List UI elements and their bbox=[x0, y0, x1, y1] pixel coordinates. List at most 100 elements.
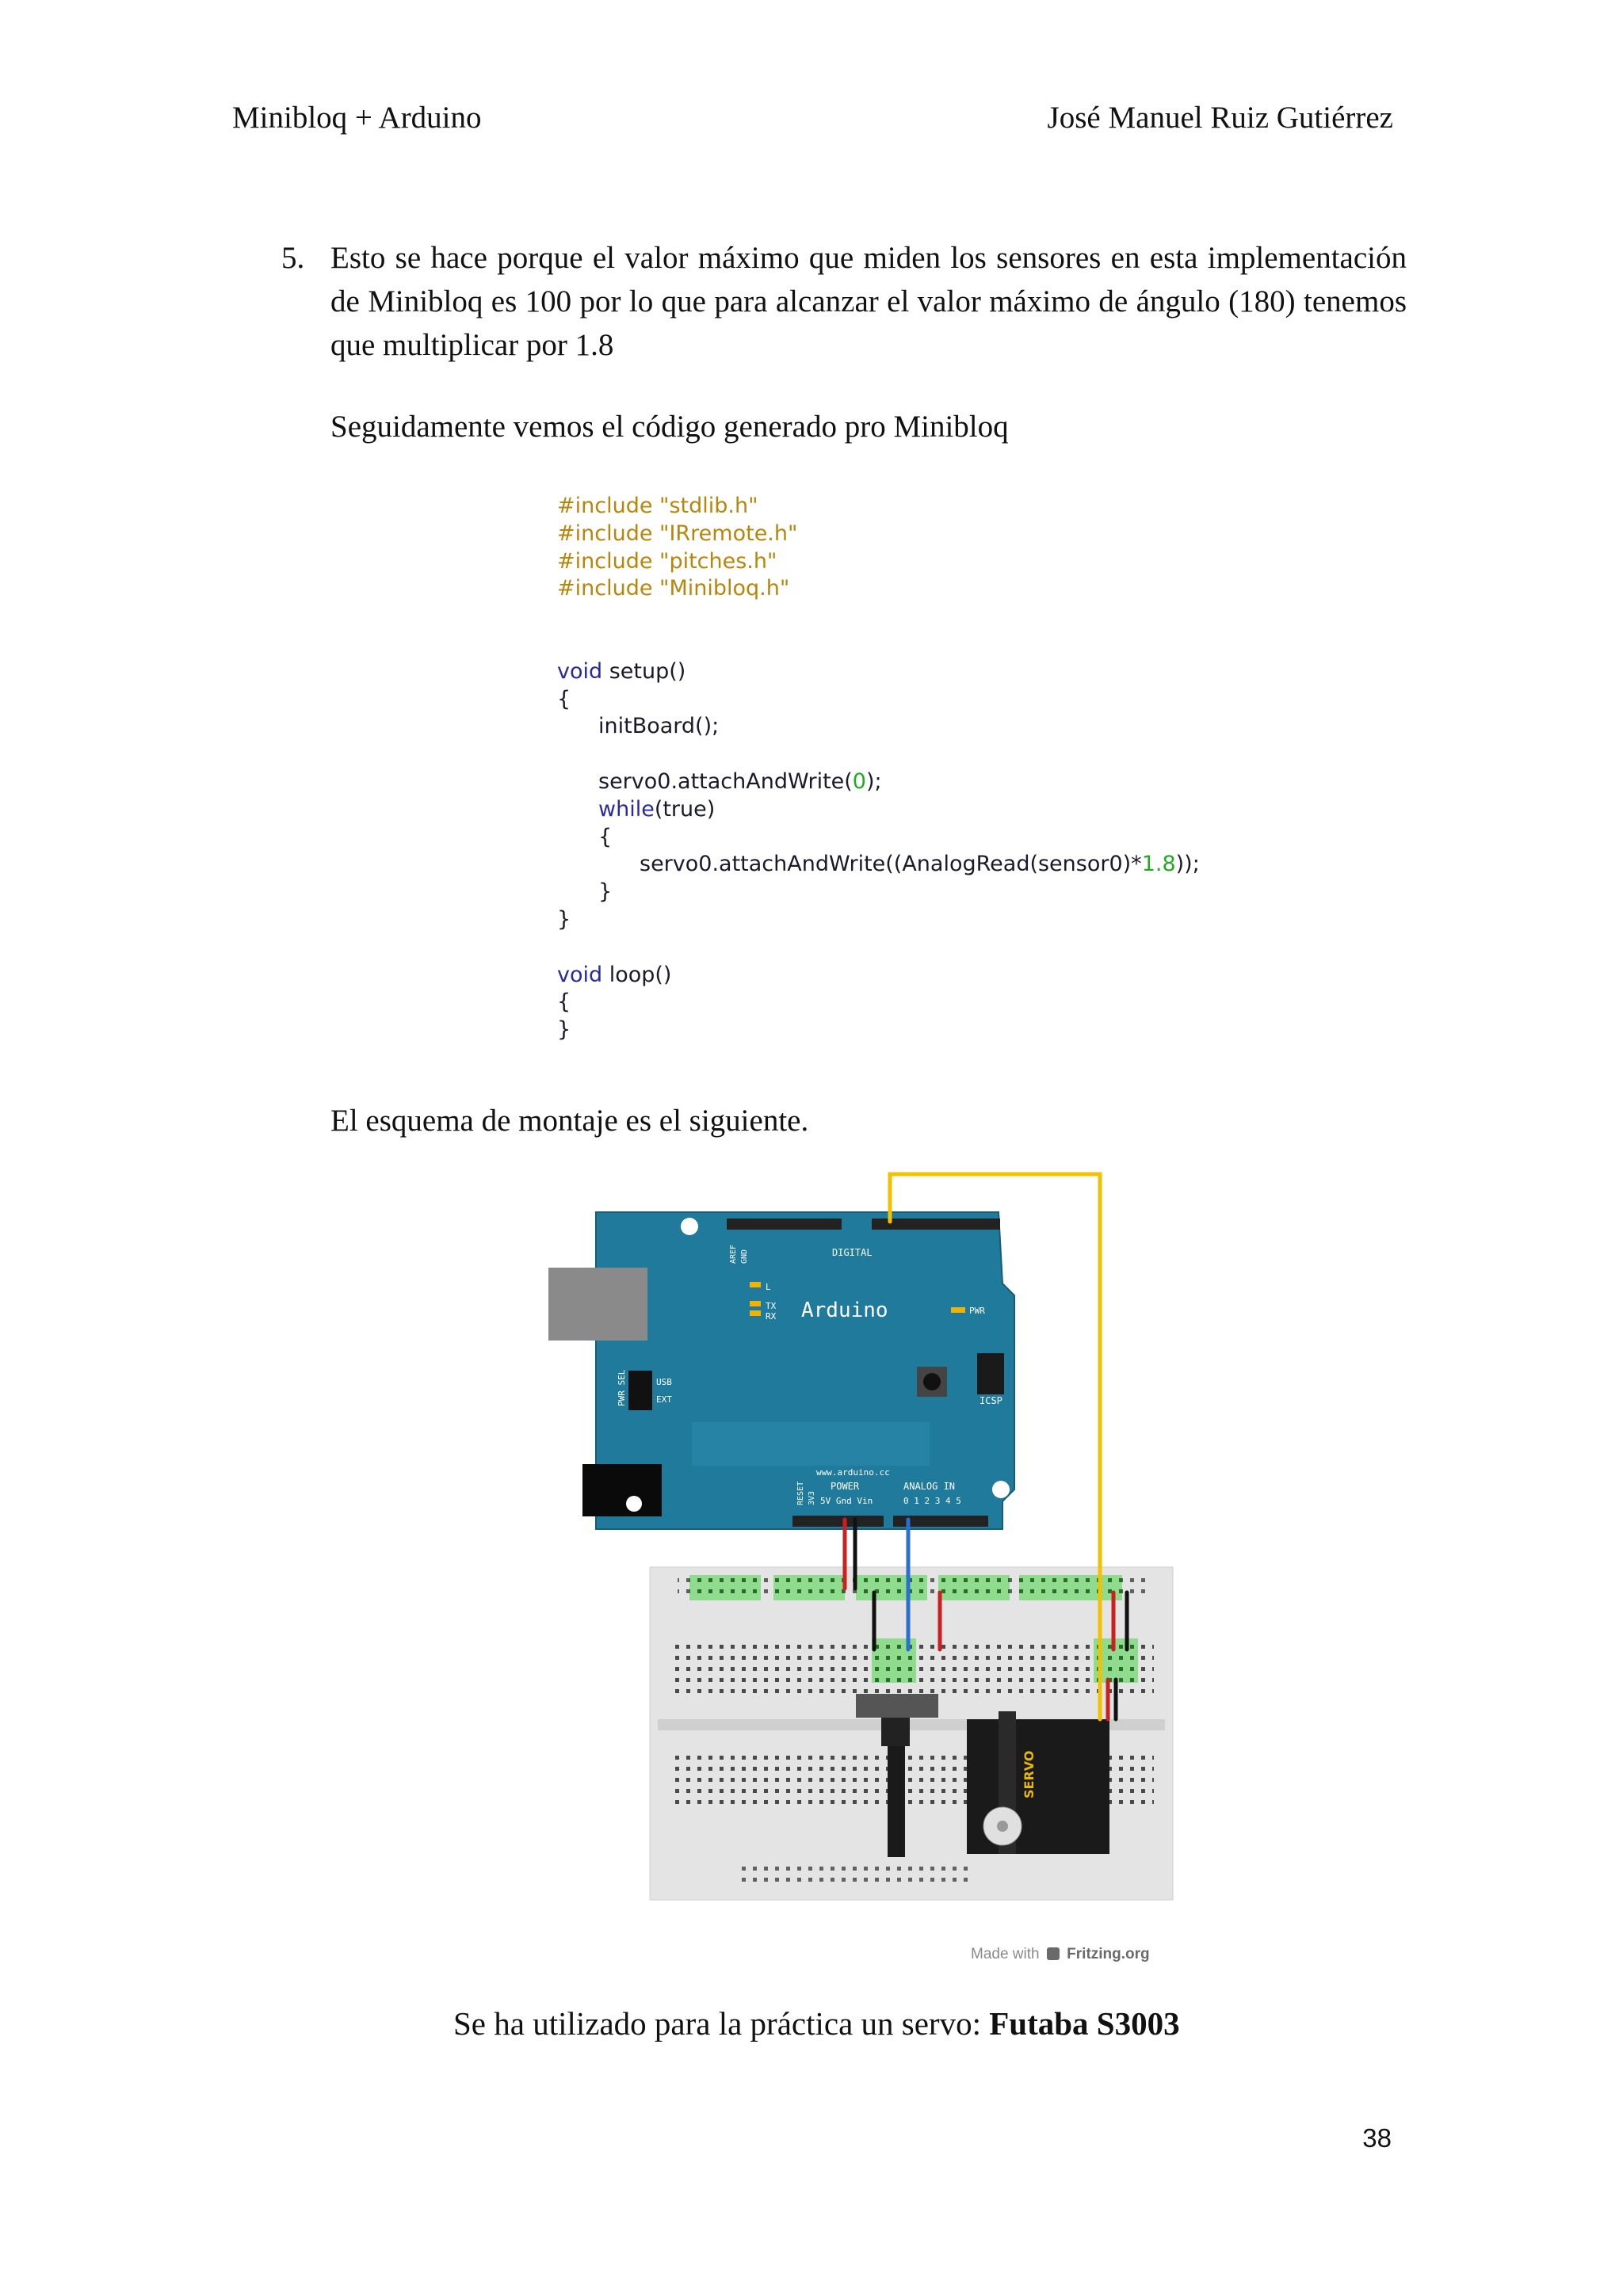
code-line: { bbox=[557, 686, 571, 711]
header-pins bbox=[792, 1516, 884, 1527]
power-jack bbox=[582, 1464, 662, 1516]
caption-prefix: Se ha utilizado para la práctica un serv… bbox=[453, 2005, 990, 2042]
code-keyword: void bbox=[557, 962, 603, 987]
potentiometer bbox=[856, 1694, 938, 1857]
header-right: José Manuel Ruiz Gutiérrez bbox=[1047, 101, 1393, 135]
pwr-sel-label: PWR SEL bbox=[617, 1369, 627, 1406]
board-url: www.arduino.cc bbox=[816, 1467, 890, 1478]
code-line: servo0.attachAndWrite(0); bbox=[557, 769, 1191, 796]
list-item-text: Esto se hace porque el valor máximo que … bbox=[330, 241, 1407, 362]
rail-segment bbox=[773, 1575, 845, 1600]
v33-label: 3V3 bbox=[808, 1491, 816, 1505]
board-name: Arduino bbox=[801, 1299, 888, 1322]
code-blank-line bbox=[557, 631, 1191, 658]
pot-shaft-collar bbox=[881, 1718, 910, 1746]
code-line: #include "stdlib.h" bbox=[557, 494, 758, 518]
code-line: servo0.attachAndWrite((AnalogRead(sensor… bbox=[557, 851, 1200, 879]
rail-segment bbox=[938, 1575, 1010, 1600]
code-intro-paragraph: Seguidamente vemos el código generado pr… bbox=[330, 410, 1009, 444]
pwr-label: PWR bbox=[969, 1306, 985, 1316]
rail-segment bbox=[689, 1575, 761, 1600]
led-rx bbox=[750, 1310, 761, 1316]
code-text: )); bbox=[1175, 852, 1200, 877]
code-keyword: while bbox=[598, 796, 655, 822]
code-line: #include "pitches.h" bbox=[557, 548, 777, 574]
analog-label: ANALOG IN bbox=[903, 1481, 955, 1492]
l-label: L bbox=[766, 1282, 771, 1292]
code-blank-line bbox=[557, 741, 1191, 769]
header-pins bbox=[872, 1219, 1000, 1230]
rx-label: RX bbox=[766, 1311, 777, 1322]
icsp-label: ICSP bbox=[980, 1395, 1002, 1406]
code-text: servo0.attachAndWrite( bbox=[598, 769, 853, 794]
wiring-diagram: Arduino www.arduino.cc DIGITAL POWER ANA… bbox=[548, 1172, 1174, 1901]
servo-label: SERVO bbox=[1022, 1751, 1037, 1798]
led-pwr bbox=[951, 1307, 965, 1313]
fritzing-credit: Made with Fritzing.org bbox=[971, 1946, 1150, 1963]
code-keyword: void bbox=[557, 658, 603, 684]
header-pins bbox=[727, 1219, 842, 1230]
wires bbox=[842, 1172, 1129, 1722]
code-line: while(true) bbox=[557, 796, 1191, 824]
pot-shaft bbox=[888, 1746, 905, 1857]
icsp-header bbox=[977, 1353, 1004, 1394]
credit-brand: Fritzing.org bbox=[1067, 1946, 1150, 1962]
rail-segment bbox=[856, 1575, 927, 1600]
figure-caption: Se ha utilizado para la práctica un serv… bbox=[453, 2004, 1180, 2042]
code-text: (true) bbox=[654, 796, 716, 822]
servo-horn-hub bbox=[997, 1821, 1008, 1832]
code-blank-line bbox=[557, 934, 1191, 962]
led-tx bbox=[750, 1301, 761, 1306]
usb-label: USB bbox=[656, 1377, 672, 1387]
power-rail-bottom bbox=[737, 1862, 975, 1886]
schematic-intro-paragraph: El esquema de montaje es el siguiente. bbox=[330, 1104, 809, 1138]
ext-label: EXT bbox=[656, 1394, 672, 1405]
code-line: void loop() bbox=[557, 962, 1191, 990]
code-line: } bbox=[598, 879, 613, 905]
code-number: 1.8 bbox=[1141, 852, 1176, 877]
code-line: void setup() bbox=[557, 658, 1191, 686]
header-pins bbox=[893, 1516, 988, 1527]
list-item-number: 5. bbox=[281, 241, 305, 275]
credit-prefix: Made with bbox=[971, 1946, 1040, 1962]
code-line: { bbox=[598, 824, 613, 849]
page-number: 38 bbox=[1362, 2123, 1392, 2153]
code-text: ); bbox=[865, 769, 882, 794]
led-l bbox=[750, 1282, 761, 1287]
chip-area bbox=[692, 1422, 930, 1466]
mount-hole bbox=[681, 1218, 698, 1235]
power-label: POWER bbox=[831, 1481, 860, 1492]
power-pins-label: 5V Gnd Vin bbox=[820, 1496, 873, 1506]
code-line: } bbox=[557, 1017, 571, 1043]
header-left: Minibloq + Arduino bbox=[232, 101, 482, 135]
code-text: setup() bbox=[602, 658, 686, 684]
code-number: 0 bbox=[852, 769, 866, 794]
code-blank-line bbox=[557, 603, 1191, 631]
tx-label: TX bbox=[766, 1301, 777, 1311]
aref-label: AREF bbox=[729, 1245, 738, 1264]
list-item: 5. Esto se hace porque el valor máximo q… bbox=[281, 236, 1407, 367]
servo: SERVO bbox=[967, 1711, 1109, 1854]
wire-yellow-signal bbox=[888, 1172, 1102, 1714]
caption-bold: Futaba S3003 bbox=[989, 2005, 1180, 2042]
code-line: } bbox=[557, 906, 571, 932]
mount-hole bbox=[992, 1481, 1010, 1498]
code-line: initBoard(); bbox=[598, 714, 720, 739]
rail-segment bbox=[1019, 1575, 1122, 1600]
pot-base bbox=[856, 1694, 938, 1718]
arduino-board: Arduino www.arduino.cc DIGITAL POWER ANA… bbox=[548, 1211, 1015, 1530]
code-line: #include "IRremote.h" bbox=[557, 521, 798, 546]
reset-label: RESET bbox=[796, 1482, 805, 1505]
code-line: #include "Minibloq.h" bbox=[557, 576, 790, 601]
code-listing: #include "stdlib.h" #include "IRremote.h… bbox=[557, 493, 1200, 1047]
analog-pins-label: 0 1 2 3 4 5 bbox=[903, 1496, 961, 1506]
code-text: loop() bbox=[602, 962, 672, 987]
reset-button-cap bbox=[923, 1373, 941, 1390]
code-line: { bbox=[557, 990, 571, 1015]
code-text: servo0.attachAndWrite((AnalogRead(sensor… bbox=[640, 852, 1142, 877]
usb-connector bbox=[548, 1268, 647, 1341]
digital-label: DIGITAL bbox=[832, 1247, 873, 1258]
pwr-sel-jumper bbox=[628, 1371, 652, 1410]
mount-hole bbox=[626, 1496, 642, 1512]
fritzing-logo-icon bbox=[1046, 1947, 1060, 1960]
